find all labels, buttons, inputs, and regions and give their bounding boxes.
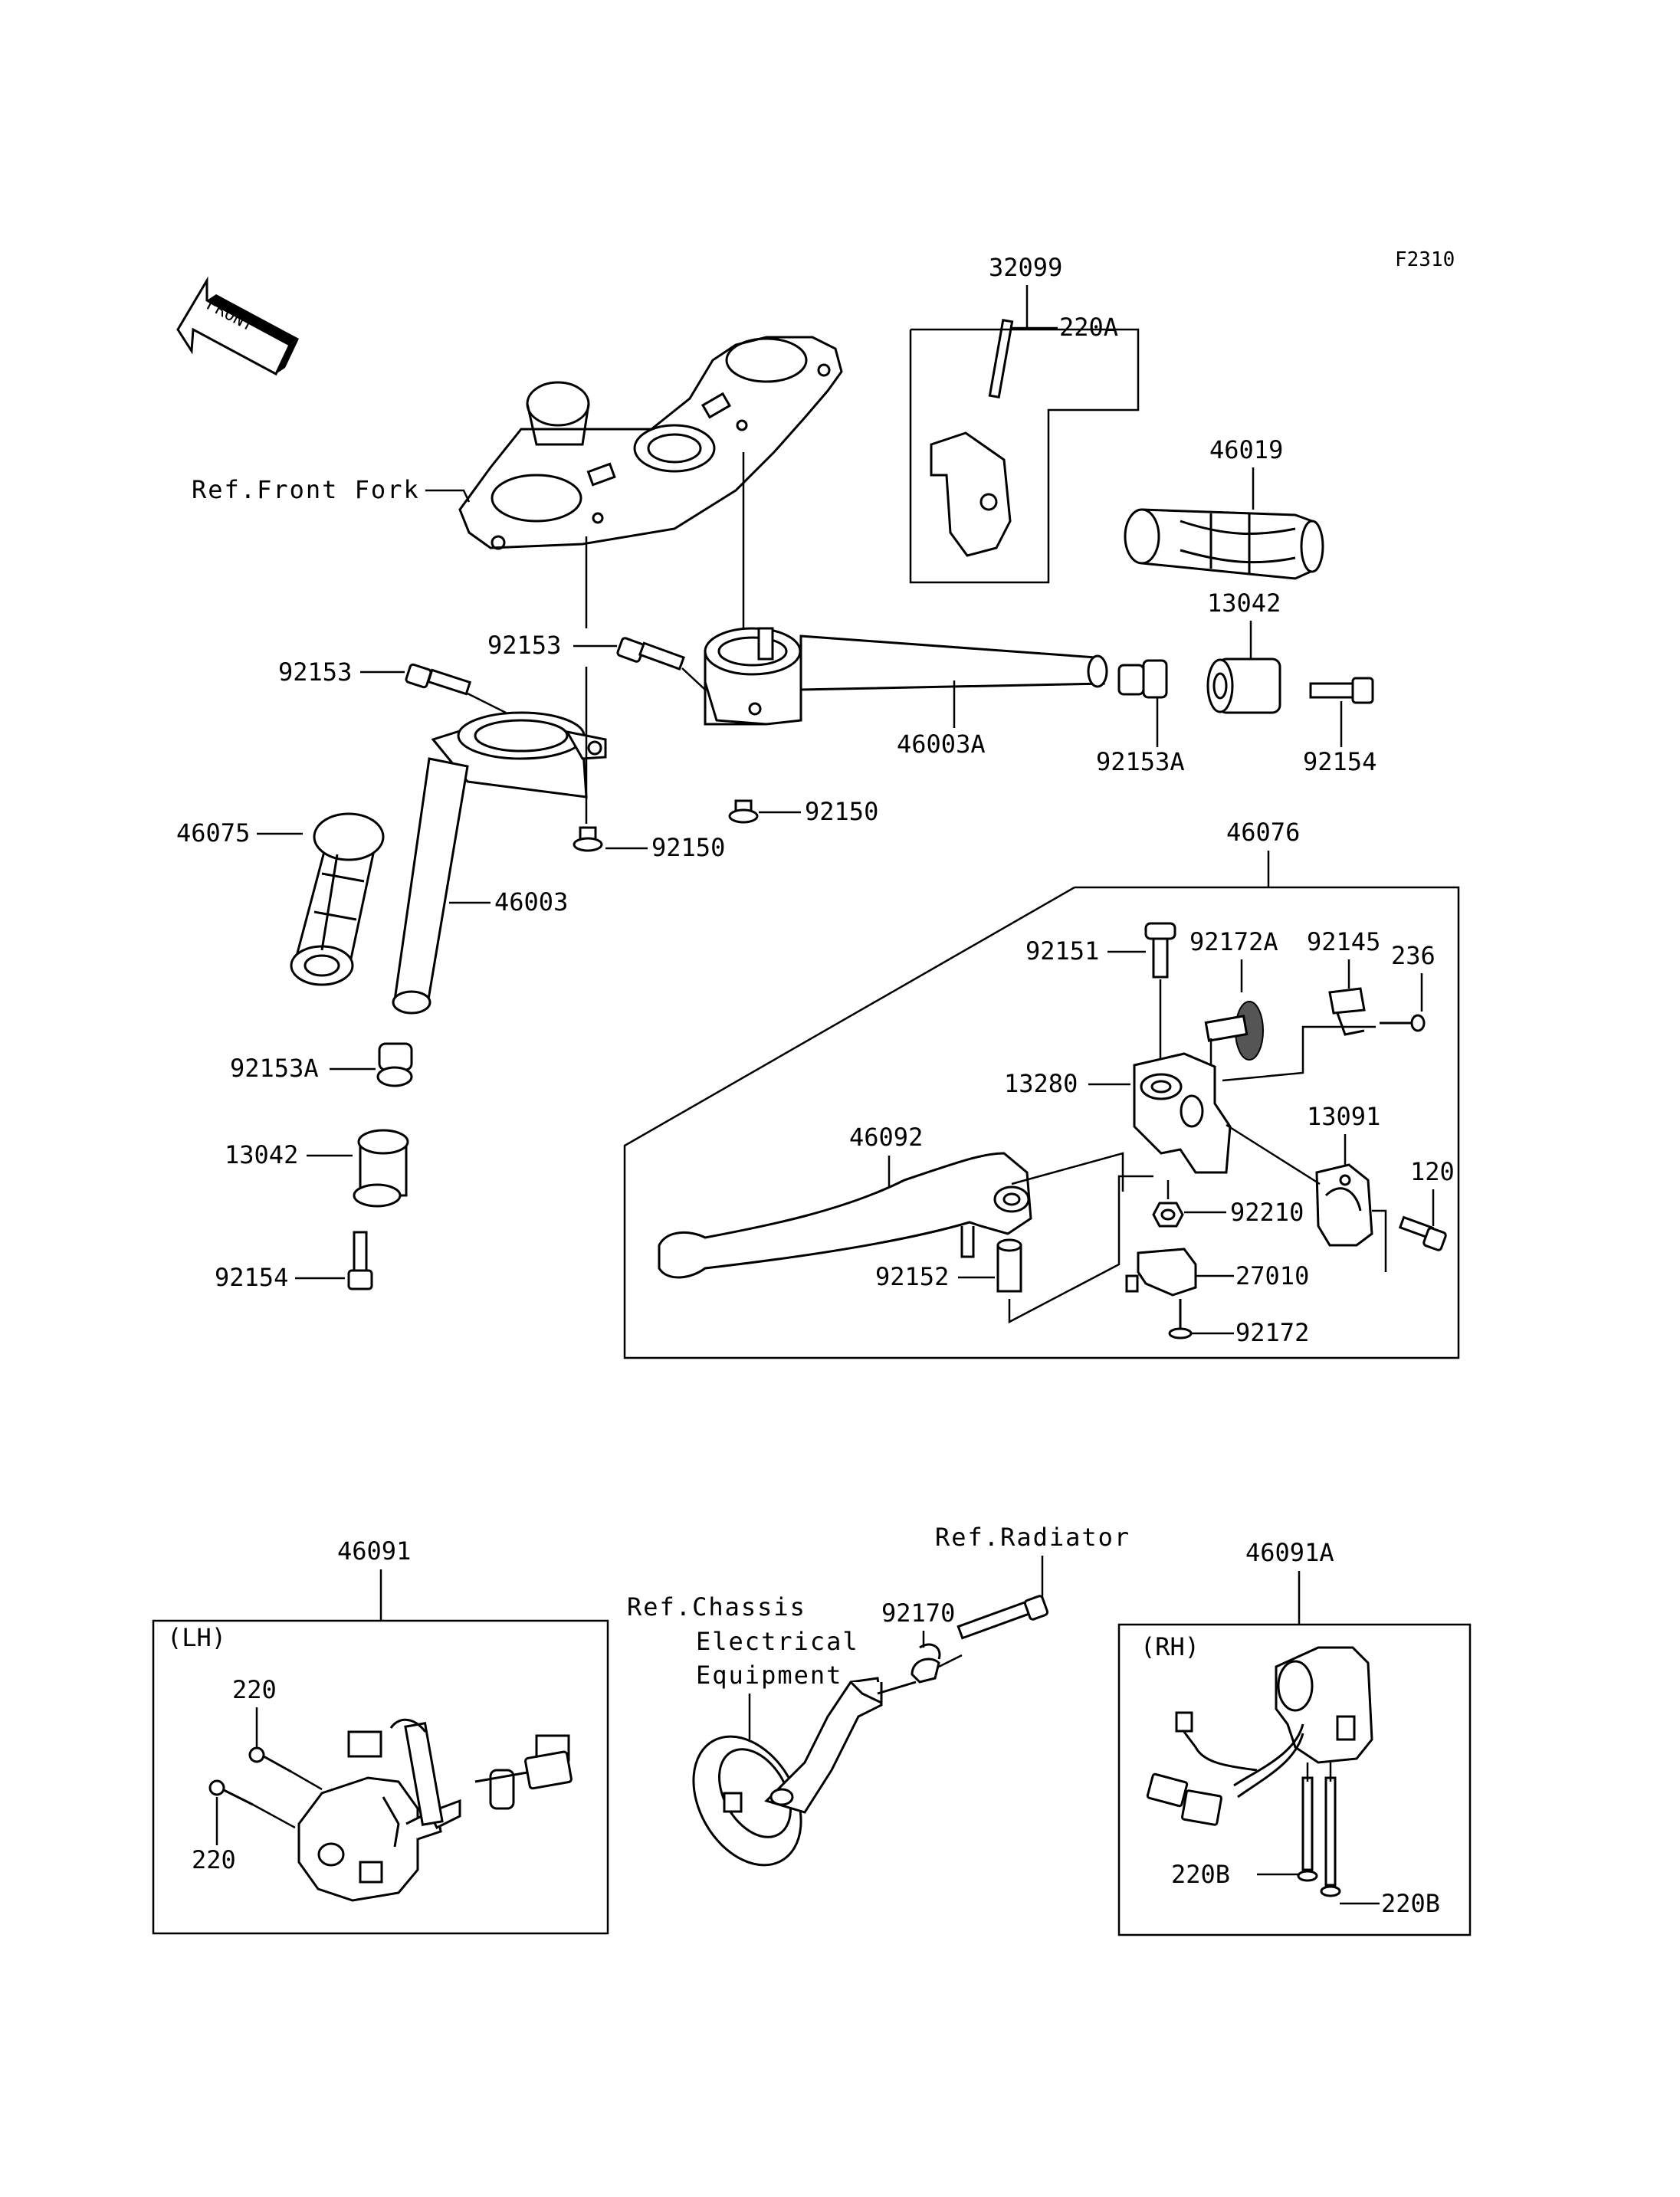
screw-220B-a-drawing [1297,1870,1318,1882]
part-92150-right-label: 92150 [805,797,878,826]
part-13042-left-label: 13042 [225,1140,298,1169]
ref-chassis-line2: Electrical [696,1627,859,1656]
part-92152-label: 92152 [875,1262,949,1291]
part-46091-label: 46091 [337,1536,411,1566]
bolt-92154-left-drawing [347,1231,373,1290]
bar-end-insert-right-drawing [1117,659,1168,699]
left-switch-housing-drawing [297,1718,573,1902]
clutch-lever-46092-drawing [658,1152,1032,1279]
ref-chassis-line1: Ref.Chassis [627,1592,806,1622]
part-27010-label: 27010 [1235,1261,1309,1290]
part-92210-label: 92210 [1230,1198,1304,1227]
part-92170-label: 92170 [881,1599,955,1628]
part-92154-right-label: 92154 [1303,747,1376,776]
part-46092-label: 46092 [849,1123,923,1152]
bar-end-weight-right-drawing [1206,657,1281,714]
part-46003A-label: 46003A [897,730,986,759]
bolt-120-drawing [1398,1215,1447,1251]
bushing-92152-drawing [996,1238,1022,1293]
part-13042-right-label: 13042 [1207,589,1281,618]
leader-front-fork [425,489,471,503]
screw-220B-b-drawing [1320,1885,1341,1897]
switch-27010-drawing [1125,1248,1197,1297]
leader-92153-a-to-clamp [681,667,706,690]
part-92153-b-label: 92153 [278,657,352,687]
part-220B-b-label: 220B [1381,1889,1440,1918]
leader-220-bottom-to-switch [252,1803,296,1829]
screw-220-bottom-drawing [208,1779,254,1806]
screw-92150-left-drawing [573,826,603,852]
bolt-92153-b-drawing [405,663,472,696]
box-46076 [623,886,1460,1359]
leader-92153-b-to-clamp [467,692,507,714]
part-13280-label: 13280 [1004,1069,1078,1098]
handlebar-left-drawing [392,711,607,1015]
horn-drawing [692,1595,1049,1867]
part-220-bottom-label: 220 [192,1845,236,1874]
screw-236-drawing [1380,1014,1426,1032]
part-92151-label: 92151 [1025,936,1099,966]
box-32099 [909,328,1140,584]
bar-end-insert-left-drawing [376,1042,413,1087]
tag-rh: (RH) [1140,1632,1199,1661]
ref-front-fork-label: Ref.Front Fork [192,475,420,504]
part-120-label: 120 [1410,1157,1455,1186]
leader-bracket-to-bolt [938,1654,963,1668]
pivot-bolt-92151-drawing [1144,922,1176,979]
part-220A-label: 220A [1059,313,1118,342]
screw-92150-right-drawing [728,799,759,824]
screw-220-top-drawing [248,1746,292,1773]
part-46091A-label: 46091A [1245,1538,1334,1567]
leader-13091-to-holder [1226,1123,1321,1185]
ref-radiator-label: Ref.Radiator [935,1523,1130,1552]
leader-220-top-to-switch [290,1770,323,1791]
left-grip-drawing [290,812,385,986]
part-92145-label: 92145 [1307,927,1380,956]
leader-spring-to-holder [1222,1025,1376,1082]
part-13091-label: 13091 [1307,1102,1380,1131]
part-220-top-label: 220 [232,1675,277,1704]
part-92172A-label: 92172A [1189,927,1278,956]
part-46019-label: 46019 [1209,435,1283,464]
part-46076-label: 46076 [1226,818,1300,847]
part-92150-left-label: 92150 [651,833,725,862]
box-46091A [1117,1623,1472,1936]
part-92154-left-label: 92154 [215,1263,288,1292]
figure-code: F2310 [1395,248,1455,271]
screw-92172-drawing [1168,1299,1193,1340]
part-220B-a-label: 220B [1171,1860,1230,1889]
right-grip-drawing [1124,508,1324,580]
leader-bushing-to-holder [1008,1175,1153,1324]
triple-clamp-drawing [458,336,843,550]
ref-chassis-line3: Equipment [696,1661,842,1690]
part-46003-label: 46003 [494,887,568,917]
spring-92145-drawing [1328,987,1366,1036]
right-switch-housing-drawing [1146,1646,1373,1887]
clamp-13091-drawing [1315,1163,1373,1247]
part-32099-label: 32099 [989,253,1062,282]
bolt-92153-a-drawing [616,637,685,671]
part-92153-a-label: 92153 [487,631,561,660]
lever-holder-13280-drawing [1133,1052,1232,1174]
leader-lever-to-holder [1011,1152,1124,1192]
bolt-92154-right-drawing [1309,677,1374,704]
tag-lh: (LH) [167,1623,226,1652]
adjuster-92172A-drawing [1204,1001,1264,1061]
handlebar-right-drawing [704,627,1108,726]
box-46091 [152,1619,609,1935]
part-92153A-left-label: 92153A [230,1054,319,1083]
part-92153A-right-label: 92153A [1096,747,1185,776]
throttle-housing-drawing [930,318,1014,557]
front-arrow-icon: FRONT [176,276,299,376]
part-46075-label: 46075 [176,818,250,848]
leader-13091-side [1372,1209,1387,1272]
bar-end-weight-left-drawing [353,1129,409,1208]
part-236-label: 236 [1391,941,1436,970]
nut-92210-drawing [1152,1202,1184,1228]
part-92172-label: 92172 [1235,1318,1309,1347]
